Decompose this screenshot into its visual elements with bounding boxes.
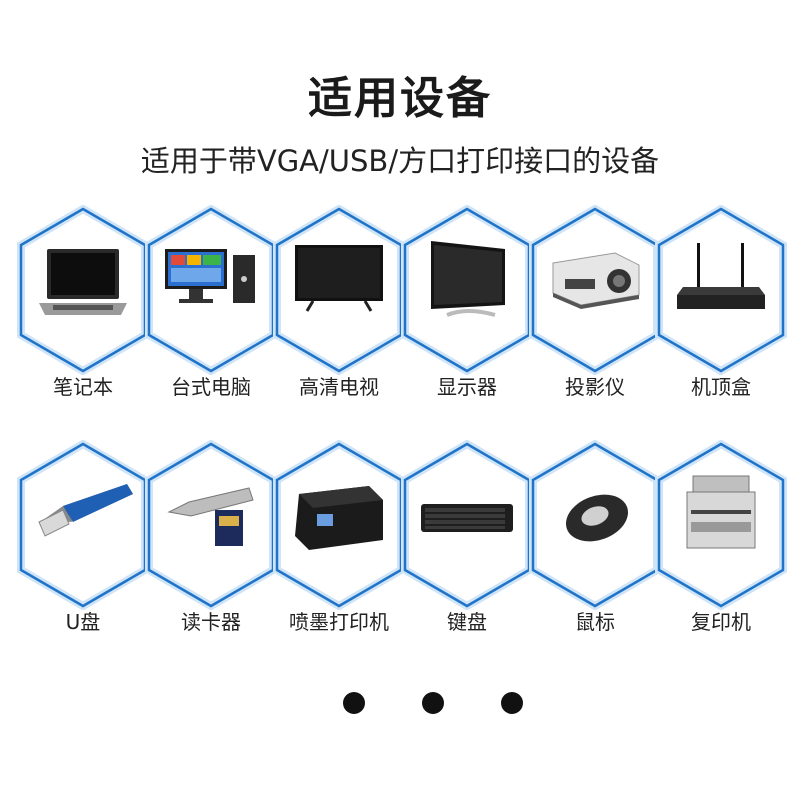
device-label: 鼠标 [575, 610, 615, 634]
mouse-icon [566, 494, 628, 542]
tv-icon [295, 245, 383, 312]
monitor-icon [431, 241, 505, 317]
device-label: 键盘 [447, 610, 487, 634]
device-label: 喷墨打印机 [289, 610, 389, 634]
device-tv: 高清电视 [273, 205, 405, 399]
desktop-computer-icon [165, 249, 255, 303]
device-inkjet-printer: 喷墨打印机 [273, 440, 405, 634]
page-title: 适用设备 [308, 73, 492, 124]
device-set-top-box: 机顶盒 [655, 205, 787, 399]
device-copier: 复印机 [655, 440, 787, 634]
set-top-box-icon [677, 243, 765, 309]
inkjet-printer-icon [295, 486, 383, 550]
device-usb-drive: U盘 [17, 440, 149, 634]
device-laptop: 笔记本 [17, 205, 149, 399]
device-desktop: 台式电脑 [145, 205, 277, 399]
card-reader-icon [167, 487, 254, 546]
device-label: 台式电脑 [171, 375, 251, 399]
keyboard-icon [421, 504, 513, 532]
device-mouse: 鼠标 [529, 440, 661, 634]
device-label: 机顶盒 [691, 375, 751, 399]
usb-drive-icon [38, 484, 133, 537]
device-projector: 投影仪 [529, 205, 661, 399]
device-row-2: U盘 读卡器 喷墨打印机 键盘 [0, 440, 800, 640]
device-label: 高清电视 [299, 375, 379, 399]
pagination-dots [0, 692, 800, 722]
device-label: 显示器 [437, 375, 497, 399]
device-label: 读卡器 [181, 610, 241, 634]
copier-icon [686, 475, 756, 549]
laptop-icon [39, 249, 127, 315]
device-label: 投影仪 [565, 375, 625, 399]
device-card-reader: 读卡器 [145, 440, 277, 634]
device-label: 复印机 [691, 610, 751, 634]
page-subtitle: 适用于带VGA/USB/方口打印接口的设备 [140, 144, 660, 178]
device-label: U盘 [65, 610, 101, 634]
device-label: 笔记本 [53, 375, 113, 399]
device-row-1: 笔记本 台式电脑 高清电视 [0, 205, 800, 405]
pagination-dot [422, 692, 444, 714]
device-keyboard: 键盘 [401, 440, 533, 634]
device-monitor: 显示器 [401, 205, 533, 399]
pagination-dot [343, 692, 365, 714]
projector-icon [552, 252, 640, 309]
pagination-dot [501, 692, 523, 714]
